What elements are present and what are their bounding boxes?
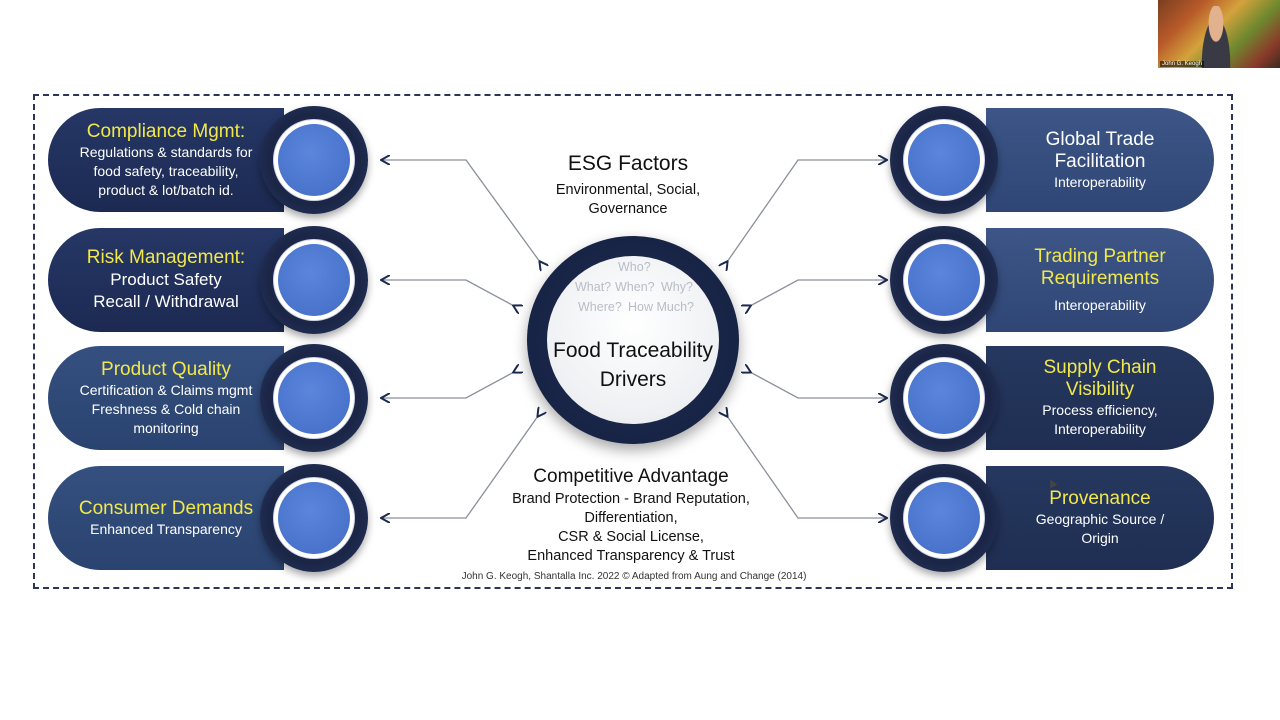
center-hub — [547, 256, 719, 424]
participant-name: John G. Keogh — [1160, 61, 1205, 67]
driver-consumer-demands: Consumer Demands Enhanced Transparency — [48, 464, 374, 572]
competitive-line: Brand Protection - Brand Reputation, — [512, 491, 750, 507]
competitive-title: Competitive Advantage — [533, 466, 729, 487]
driver-line: Interoperability — [1054, 173, 1146, 190]
driver-line: Certification & Claims mgmt — [79, 381, 253, 398]
driver-title: Consumer Demands — [78, 497, 254, 519]
arrow-risk — [382, 280, 514, 306]
driver-title: Visibility — [1065, 379, 1135, 400]
arrow-quality — [382, 372, 514, 398]
driver-line: food safety, traceability, — [93, 162, 239, 179]
arrow-trading-partner — [750, 280, 886, 306]
driver-title: Product Quality — [101, 358, 231, 380]
driver-line: Process efficiency, — [1042, 402, 1158, 418]
driver-line: Interoperability — [1054, 296, 1146, 313]
question-what: What? — [575, 280, 612, 294]
circle-icon — [890, 464, 998, 572]
esg-title: ESG Factors — [567, 152, 689, 175]
driver-supply-chain-visibility: Supply Chain Visibility Process efficien… — [888, 344, 1214, 452]
driver-line: Regulations & standards for — [79, 143, 253, 160]
competitive-subtitle: Brand Protection - Brand Reputation, Dif… — [480, 490, 782, 566]
arrow-compliance — [382, 160, 540, 262]
arrow-consumer — [382, 416, 538, 518]
question-who: Who? — [618, 260, 651, 274]
circle-icon — [260, 226, 368, 334]
driver-product-quality: Product Quality Certification & Claims m… — [48, 344, 374, 452]
driver-line: Origin — [1081, 530, 1119, 546]
participant-video-thumbnail[interactable]: John G. Keogh — [1158, 0, 1280, 68]
driver-title: Facilitation — [1054, 150, 1146, 172]
circle-icon — [260, 344, 368, 452]
driver-line: Enhanced Transparency — [90, 520, 242, 537]
center-title-line: Food Traceability — [553, 339, 713, 362]
question-where: Where? — [578, 300, 622, 314]
question-how-much: How Much? — [628, 300, 694, 314]
driver-risk-management: Risk Management: Product Safety Recall /… — [48, 226, 374, 334]
circle-icon — [890, 226, 998, 334]
competitive-line: Differentiation, — [584, 510, 678, 526]
arrow-supply-chain — [750, 372, 886, 398]
driver-line: Freshness & Cold chain — [91, 400, 241, 417]
center-title-line: Drivers — [599, 368, 667, 391]
question-why: Why? — [661, 280, 693, 294]
circle-icon — [890, 106, 998, 214]
arrow-provenance — [727, 416, 886, 518]
driver-title: Trading Partner — [1034, 245, 1166, 267]
slide-credit: John G. Keogh, Shantalla Inc. 2022 © Ada… — [461, 571, 807, 582]
driver-line: Interoperability — [1054, 421, 1146, 437]
participant-avatar — [1198, 6, 1234, 68]
driver-line: product & lot/batch id. — [98, 181, 234, 198]
driver-line: Recall / Withdrawal — [93, 292, 239, 311]
driver-provenance: Provenance Geographic Source / Origin — [888, 464, 1214, 572]
center-title: Food Traceability Drivers — [547, 336, 719, 394]
driver-title: Global Trade — [1045, 128, 1155, 150]
driver-title: Requirements — [1040, 267, 1160, 289]
driver-title: Provenance — [1049, 488, 1151, 509]
driver-title: Compliance Mgmt: — [86, 120, 246, 142]
driver-compliance-mgmt: Compliance Mgmt: Regulations & standards… — [48, 106, 374, 214]
circle-icon — [260, 106, 368, 214]
circle-icon — [260, 464, 368, 572]
driver-line: Product Safety — [110, 270, 222, 289]
driver-global-trade-facilitation: Global Trade Facilitation Interoperabili… — [888, 106, 1214, 214]
competitive-line: Enhanced Transparency & Trust — [527, 548, 735, 564]
driver-line: Geographic Source / — [1035, 511, 1165, 527]
driver-line: monitoring — [133, 419, 199, 436]
circle-icon — [890, 344, 998, 452]
driver-title: Risk Management: — [86, 247, 246, 268]
driver-trading-partner-requirements: Trading Partner Requirements Interoperab… — [888, 226, 1214, 334]
esg-subtitle-line: Environmental, Social, — [555, 182, 701, 198]
slide-frame — [33, 94, 1233, 589]
esg-subtitle: Environmental, Social, Governance — [528, 181, 728, 219]
question-when: When? — [615, 280, 655, 294]
arrow-global-trade — [727, 160, 886, 262]
competitive-line: CSR & Social License, — [558, 529, 704, 545]
esg-subtitle-line: Governance — [588, 201, 668, 217]
driver-title: Supply Chain — [1043, 357, 1157, 378]
